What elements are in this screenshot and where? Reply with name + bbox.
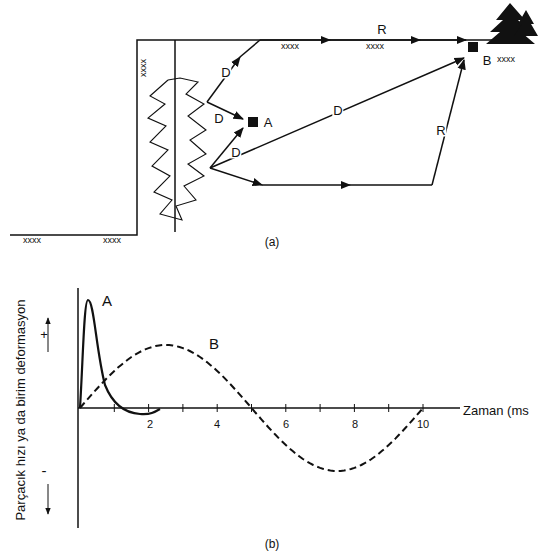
wave-path	[207, 57, 240, 102]
axis-arrow	[48, 484, 49, 514]
wave-label: D	[220, 66, 231, 79]
panel-label: (b)	[265, 538, 280, 550]
tick	[114, 404, 115, 412]
point-label: A	[263, 116, 274, 129]
ground-mark: xxxx	[103, 236, 121, 245]
wave-path	[350, 184, 432, 186]
ground-mark: xxxx	[139, 59, 148, 77]
wave-path	[210, 168, 262, 185]
curve-b	[80, 345, 423, 471]
axis-sign: -	[42, 463, 47, 478]
wave-label: R	[435, 124, 446, 137]
wave-path	[210, 128, 243, 168]
tick	[148, 404, 149, 412]
ground-mark: xxxx	[281, 42, 299, 51]
ground-profile	[10, 40, 515, 235]
x-axis	[78, 407, 460, 409]
tick	[182, 404, 183, 412]
point-b	[468, 42, 478, 52]
wave-label: R	[376, 23, 387, 36]
wave-path	[240, 40, 260, 57]
tick	[354, 404, 355, 412]
curve-label: A	[102, 293, 112, 308]
borehole	[174, 40, 176, 232]
tree	[486, 3, 538, 44]
tick-label: 10	[416, 419, 430, 430]
ground-mark: xxxx	[366, 42, 384, 51]
axis-title: Zaman (ms	[463, 404, 529, 417]
curve-label: B	[209, 336, 219, 351]
tick-label: 6	[282, 419, 290, 430]
wave-path	[262, 184, 350, 186]
explosion-zone	[148, 78, 206, 220]
wave-label: D	[230, 146, 241, 159]
tick	[251, 404, 252, 412]
tick	[423, 404, 424, 412]
panel-label: (a)	[265, 236, 280, 248]
axis-title: Parçacık hızı ya da birim deformasyon	[14, 299, 27, 520]
curve-a	[80, 300, 160, 414]
point-a	[248, 117, 258, 127]
x-ticks	[114, 404, 423, 412]
surface-wave	[420, 39, 466, 41]
tick	[217, 404, 218, 412]
tick-label: 4	[213, 419, 221, 430]
tick-label: 2	[146, 419, 154, 430]
tick	[320, 404, 321, 412]
point-label: B	[482, 54, 493, 67]
wave-path	[432, 60, 464, 185]
tick-label: 8	[351, 419, 359, 430]
wave-label: D	[213, 112, 224, 125]
tick	[388, 404, 389, 412]
wave-label: D	[332, 104, 343, 117]
ground-mark: xxxx	[497, 55, 515, 64]
tick	[285, 404, 286, 412]
axis-sign: +	[40, 328, 48, 341]
ground-mark: xxxx	[23, 236, 41, 245]
wave-path	[210, 58, 464, 168]
